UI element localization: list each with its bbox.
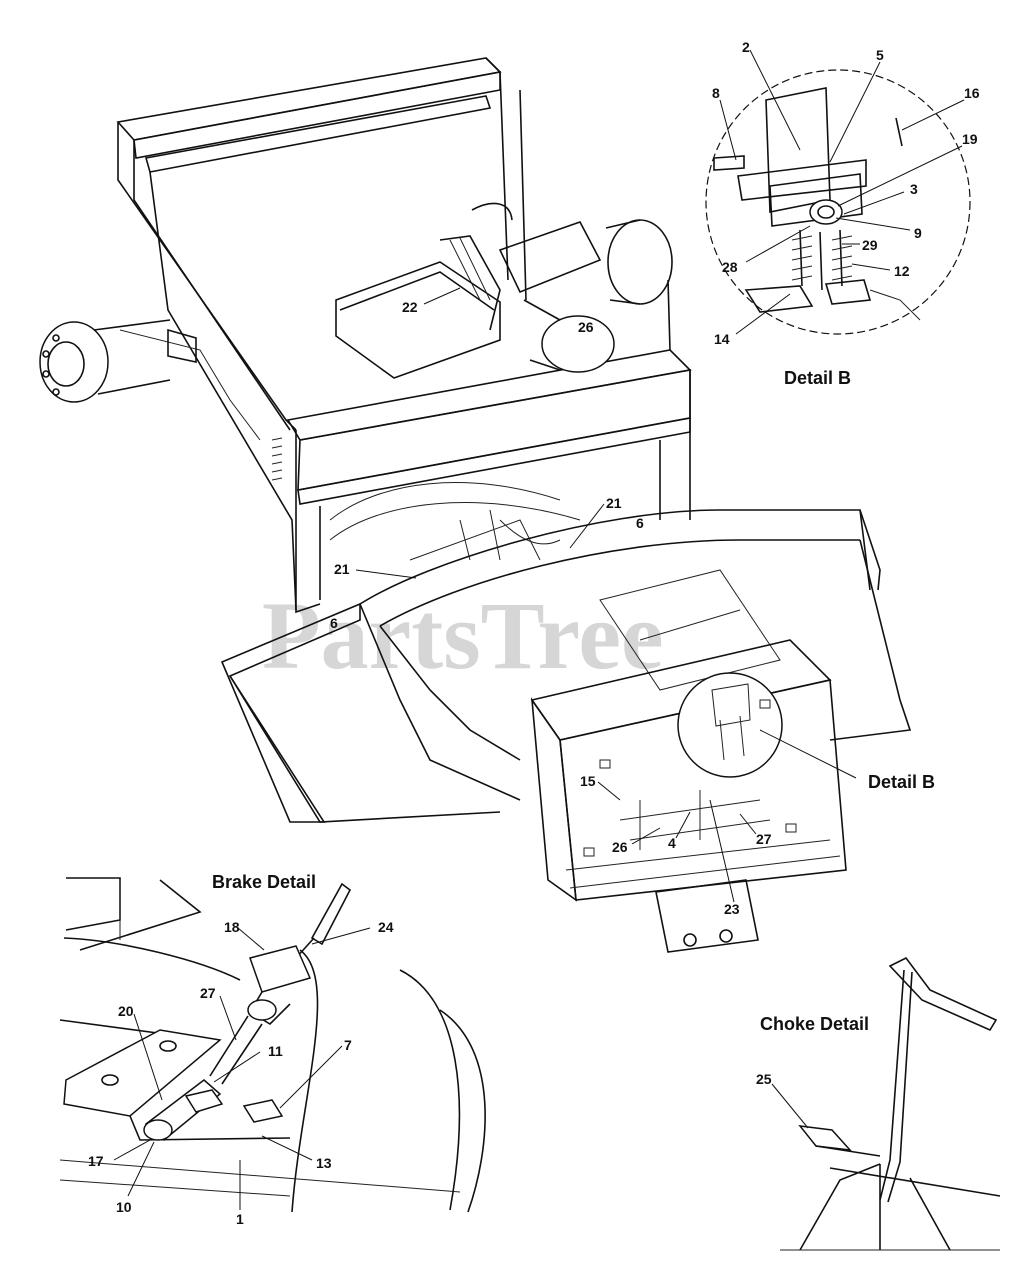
callout-29: 29 bbox=[862, 237, 878, 253]
callout-3: 3 bbox=[910, 181, 918, 197]
callout-15: 15 bbox=[580, 773, 596, 789]
callout-11: 11 bbox=[268, 1043, 283, 1059]
choke-detail-title: Choke Detail bbox=[760, 1014, 869, 1034]
callout-27-brake: 27 bbox=[200, 985, 216, 1001]
main-frame-drawing bbox=[39, 57, 692, 614]
callout-26-main: 26 bbox=[578, 319, 594, 335]
callout-1: 1 bbox=[236, 1211, 244, 1227]
leader-lines bbox=[113, 49, 965, 1210]
callout-17: 17 bbox=[88, 1153, 104, 1169]
callout-21-lower: 21 bbox=[334, 561, 350, 577]
callout-20: 20 bbox=[118, 1003, 134, 1019]
callout-16: 16 bbox=[964, 85, 980, 101]
callout-14: 14 bbox=[714, 331, 730, 347]
callout-27-box: 27 bbox=[756, 831, 772, 847]
callout-19: 19 bbox=[962, 131, 978, 147]
callout-18: 18 bbox=[224, 919, 240, 935]
callout-25: 25 bbox=[756, 1071, 772, 1087]
callout-9: 9 bbox=[914, 225, 922, 241]
callout-7: 7 bbox=[344, 1037, 352, 1053]
detail-b-inset bbox=[705, 69, 971, 335]
detail-b-callout-title: Detail B bbox=[868, 772, 935, 792]
watermark: PartsTree bbox=[262, 582, 664, 689]
callout-2: 2 bbox=[742, 39, 750, 55]
callout-5: 5 bbox=[876, 47, 884, 63]
callout-6-right: 6 bbox=[636, 515, 644, 531]
deck-and-panels bbox=[220, 509, 912, 953]
brake-detail-drawing bbox=[59, 877, 486, 1213]
callout-28: 28 bbox=[722, 259, 738, 275]
callout-numbers: 2 5 8 16 19 3 9 28 29 12 14 22 26 21 21 … bbox=[88, 39, 980, 1227]
callout-22: 22 bbox=[402, 299, 418, 315]
callout-24: 24 bbox=[378, 919, 394, 935]
callout-4: 4 bbox=[668, 835, 676, 851]
callout-10: 10 bbox=[116, 1199, 132, 1215]
callout-6-left: 6 bbox=[330, 615, 338, 631]
callout-26-box: 26 bbox=[612, 839, 628, 855]
choke-detail-drawing bbox=[780, 956, 1001, 1251]
callout-8: 8 bbox=[712, 85, 720, 101]
callout-21-upper: 21 bbox=[606, 495, 622, 511]
detail-b-inset-title: Detail B bbox=[784, 368, 851, 388]
callout-13: 13 bbox=[316, 1155, 332, 1171]
callout-23: 23 bbox=[724, 901, 740, 917]
brake-detail-title: Brake Detail bbox=[212, 872, 316, 892]
callout-12: 12 bbox=[894, 263, 910, 279]
